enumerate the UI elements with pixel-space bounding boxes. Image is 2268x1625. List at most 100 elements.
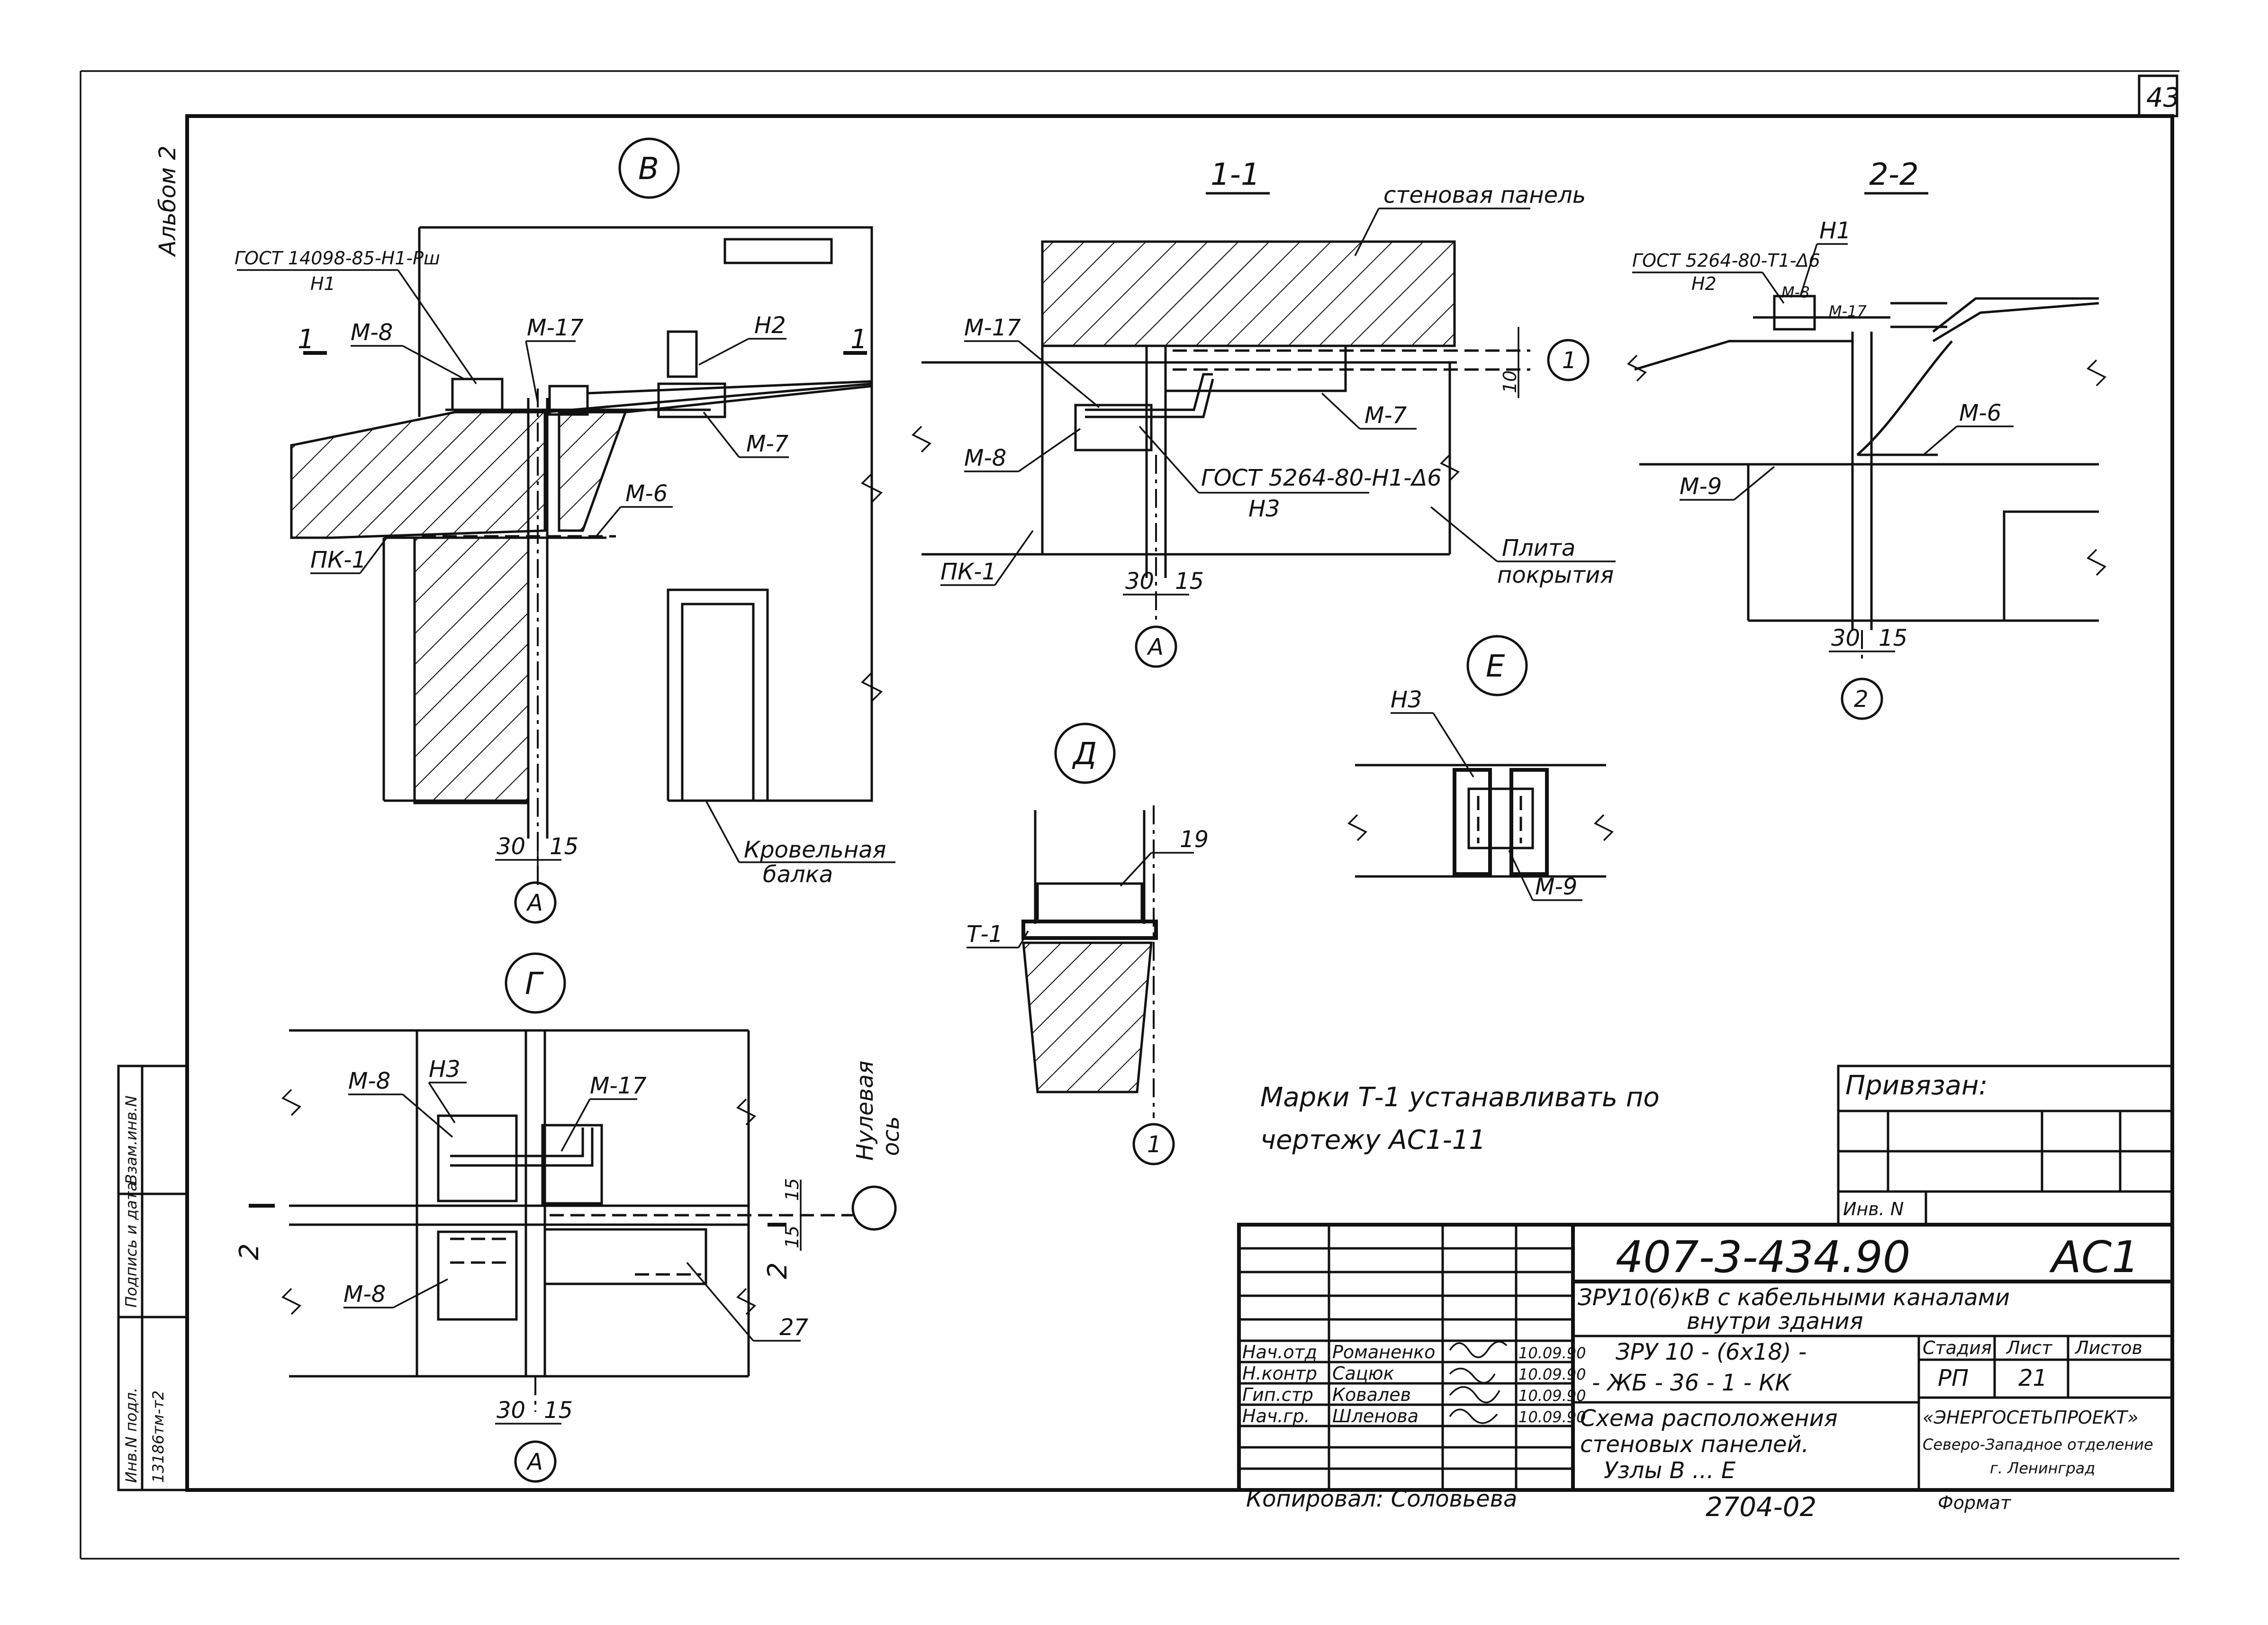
title-sheet-header: Лист	[2006, 1337, 2053, 1358]
section-22-m17: М-17	[1829, 302, 1867, 320]
title-copied: Копировал: Соловьева	[1246, 1486, 1517, 1512]
node-d-label: Д	[1072, 737, 1097, 772]
node-e-m9: М-9	[1535, 874, 1577, 900]
section-mark-left: 1	[298, 324, 315, 355]
signer-2-name: Сацюк	[1332, 1363, 1394, 1384]
section-11-wall-panel: стеновая панель	[1383, 182, 1586, 208]
signer-1-name: Романенко	[1332, 1342, 1435, 1363]
title-sheet: 21	[2018, 1365, 2047, 1391]
node-v-dim15: 15	[550, 833, 578, 860]
title-stage-header: Стадия	[1923, 1337, 1992, 1358]
section-11-axis: А	[1147, 634, 1164, 660]
node-v-n1: Н1	[310, 273, 335, 294]
section-22-m8: М-8	[1781, 283, 1810, 301]
node-g-dim15-top: 15	[782, 1178, 803, 1201]
section-22-dim30: 30	[1831, 625, 1860, 651]
title-org-3: г. Ленинград	[1990, 1459, 2095, 1477]
section-22-m6: М-6	[1959, 400, 2001, 426]
node-v-n2: Н2	[754, 312, 786, 339]
title-org-1: «ЭНЕРГОСЕТЬПРОЕКТ»	[1923, 1407, 2138, 1428]
node-v-pk1: ПК-1	[310, 547, 366, 573]
node-v-marker	[618, 137, 680, 199]
section-11-dim10: 10	[1500, 370, 1520, 393]
node-v-gost-14098: ГОСТ 14098-85-Н1-Рш	[235, 248, 440, 269]
side-stamp-col1: Инв.N подл.	[122, 1388, 140, 1483]
section-22-gost-5264: ГОСТ 5264-80-Т1-Δ6	[1632, 250, 1820, 271]
node-v-m8: М-8	[351, 319, 393, 346]
signer-4-role: Нач.гр.	[1242, 1406, 1310, 1426]
title-sheets-header: Листов	[2074, 1337, 2142, 1358]
node-e-view: Е Н3 М-9	[1347, 635, 1614, 901]
node-v-beam-1: Кровельная	[744, 837, 886, 863]
side-stamp-col3: Взам.инв.N	[122, 1095, 140, 1184]
title-org-2: Северо-Западное отделение	[1923, 1435, 2153, 1453]
node-e-n3: Н3	[1391, 686, 1422, 713]
signer-4-date: 10.09.90	[1518, 1408, 1586, 1426]
title-variant-1: ЗРУ 10 - (6х18) -	[1616, 1339, 1807, 1365]
title-code: 407-3-434.90	[1616, 1232, 1910, 1282]
section-22-dim15: 15	[1879, 625, 1907, 651]
section-11-dim30: 30	[1125, 568, 1154, 595]
side-stamp: Взам.инв.N Подпись и дата Инв.N подл. 13…	[117, 1065, 189, 1491]
node-g-label: Г	[525, 966, 544, 1002]
privyazan-title: Привязан:	[1845, 1070, 1988, 1101]
title-sheet-title-2: стеновых панелей.	[1580, 1431, 1809, 1458]
note-line-1: Марки Т-1 устанавливать по	[1260, 1082, 1660, 1113]
node-g-sec-right: 2	[762, 1262, 793, 1279]
node-g-view: Г 2 2 М-8 Н3 М-17	[234, 952, 904, 1483]
side-stamp-inv-orig: 13186тм-т2	[149, 1390, 167, 1483]
section-22-axis: 2	[1854, 686, 1869, 713]
node-v-m7: М-7	[746, 431, 789, 457]
sheet-frame: 43 Альбом 2	[80, 70, 2180, 1560]
signature-scribble-3	[1449, 1386, 1500, 1404]
album-label: Альбом 2	[154, 145, 181, 257]
privyazan-inv: Инв. N	[1843, 1199, 1904, 1219]
node-g-zero-axis-2: ось	[878, 1116, 904, 1156]
title-variant-2: - ЖБ - 36 - 1 - КК	[1592, 1370, 1792, 1396]
title-inv-no: 2704-02	[1706, 1492, 1816, 1523]
node-d-t1: Т-1	[967, 921, 1003, 948]
title-project-2: внутри здания	[1687, 1308, 1863, 1335]
node-g-dim30: 30	[497, 1397, 525, 1424]
node-g-27: 27	[779, 1314, 809, 1341]
section-11-slab-1: Плита	[1502, 535, 1575, 561]
section-11-gost-5264: ГОСТ 5264-80-Н1-Δ6	[1201, 465, 1442, 491]
node-g-n3: Н3	[429, 1056, 461, 1083]
section-11-n3: Н3	[1248, 496, 1280, 522]
section-22-n2: Н2	[1691, 273, 1717, 294]
signer-2-date: 10.09.90	[1518, 1365, 1586, 1383]
title-format: Формат	[1938, 1492, 2012, 1513]
node-v-view: В 1 1	[235, 137, 895, 924]
node-v-label: В	[638, 152, 659, 187]
section-11-axis-one: 1	[1562, 347, 1577, 374]
node-d-axis: 1	[1147, 1131, 1162, 1158]
signer-3-name: Ковалев	[1332, 1384, 1411, 1405]
signer-3-date: 10.09.90	[1518, 1387, 1586, 1405]
node-g-axis: А	[526, 1449, 543, 1475]
section-11-m17: М-17	[964, 315, 1021, 341]
node-g-m8-bottom: М-8	[343, 1281, 386, 1308]
node-d-view: Д 19 Т-1 1	[967, 722, 1209, 1165]
installation-note: Марки Т-1 устанавливать по чертежу АС1-1…	[1260, 1082, 1660, 1156]
node-v-dim30: 30	[497, 833, 525, 860]
sheet-number: 43	[2146, 82, 2180, 113]
title-stage: РП	[1938, 1365, 1969, 1391]
section-mark-right: 1	[850, 324, 867, 355]
signer-1-role: Нач.отд	[1242, 1342, 1317, 1363]
node-v-beam-2: балка	[763, 861, 833, 888]
node-v-m17: М-17	[527, 315, 584, 341]
node-g-m8-top: М-8	[348, 1068, 390, 1094]
signer-4-name: Шленова	[1332, 1406, 1419, 1426]
title-project-1: ЗРУ10(6)кВ с кабельными каналами	[1578, 1284, 2010, 1311]
note-line-2: чертежу АС1-11	[1260, 1125, 1486, 1156]
section-11-m8: М-8	[964, 445, 1006, 471]
privyazan-table: Привязан: Инв. N	[1837, 1065, 2174, 1226]
section-22-n1: Н1	[1819, 217, 1851, 244]
title-sheet-title-3: Узлы В ... Е	[1604, 1457, 1736, 1484]
signer-1-date: 10.09.90	[1518, 1344, 1586, 1362]
node-g-dim15: 15	[544, 1397, 573, 1424]
signature-scribble-2	[1449, 1367, 1496, 1384]
signer-3-role: Гип.стр	[1242, 1384, 1313, 1405]
section-22-view: 2-2 ГОСТ 5264-80-Т1-Δ6 Н2 Н1 М-17 М-8 М-…	[1627, 157, 2106, 720]
